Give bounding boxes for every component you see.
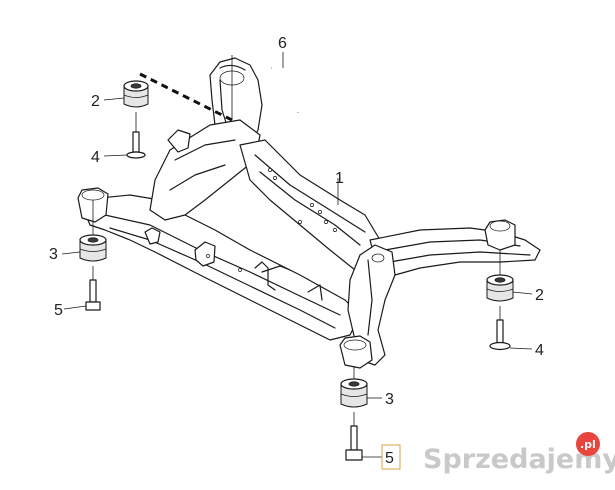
subframe — [77, 57, 541, 369]
callout-5-bottom: 5 — [385, 450, 394, 467]
bushing-left-2 — [103, 80, 149, 108]
watermark-badge-text: .pl — [580, 438, 596, 451]
callout-3-bottom: 3 — [385, 391, 394, 408]
callout-2-right: 2 — [535, 287, 544, 304]
alignment-dashed-line — [139, 72, 233, 122]
callout-3-left: 3 — [49, 246, 58, 263]
bolt-bottom-5 — [345, 412, 401, 470]
bolt-left-5 — [63, 266, 101, 311]
bolt-right-4 — [489, 306, 533, 351]
bolt-left-4 — [103, 112, 146, 159]
callout-4-right: 4 — [535, 342, 544, 359]
bushing-bottom-3 — [340, 366, 382, 408]
watermark-logo: Sprzedajemy .pl — [423, 432, 615, 475]
pipe-part-6 — [271, 52, 302, 113]
callout-4-left: 4 — [91, 149, 100, 166]
highlight-box — [381, 444, 401, 470]
callout-5-left: 5 — [54, 302, 63, 319]
bushing-right-2 — [486, 250, 533, 302]
callout-6: 6 — [278, 35, 287, 52]
callout-2-left: 2 — [91, 93, 100, 110]
watermark-badge — [576, 432, 600, 456]
callout-1: 1 — [335, 170, 344, 187]
bushing-left-3 — [61, 200, 107, 262]
